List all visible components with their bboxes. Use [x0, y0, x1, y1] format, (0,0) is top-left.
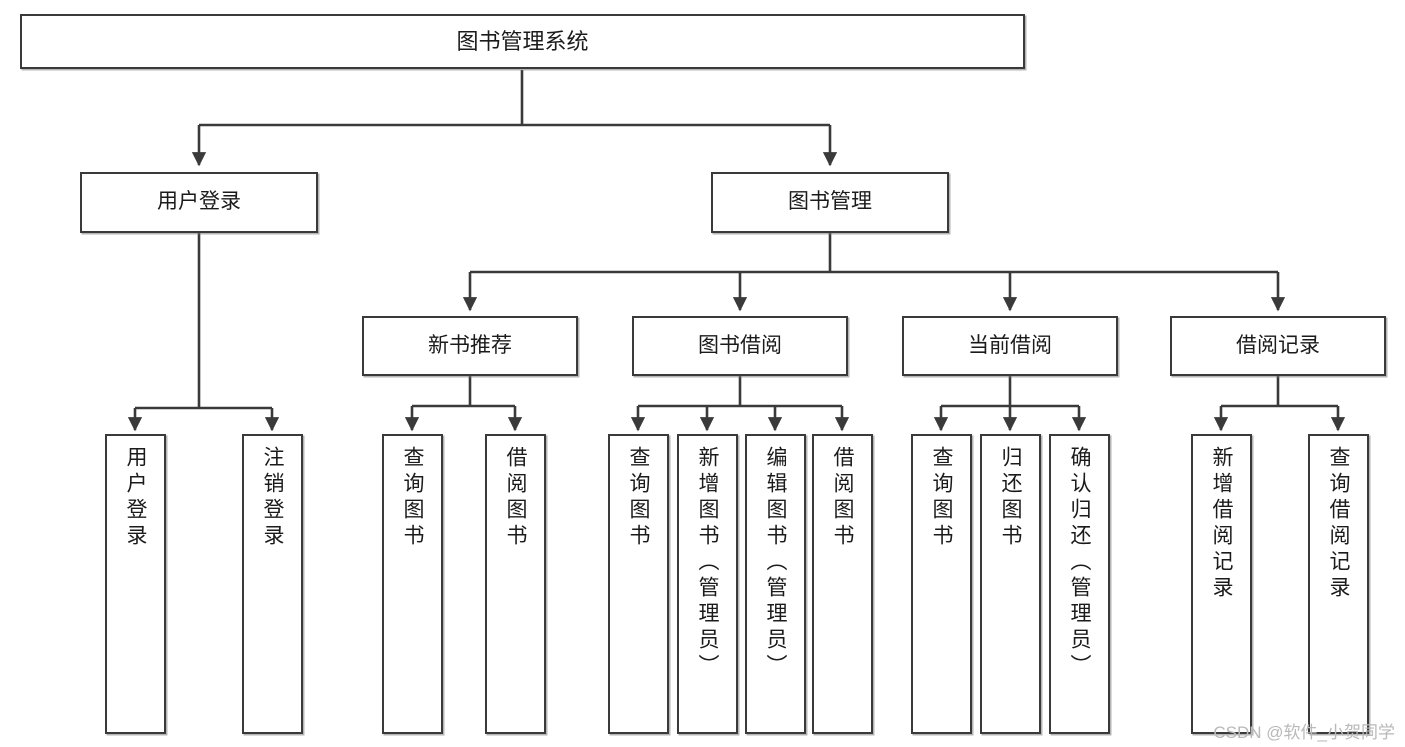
node-user-login[interactable]: 用户登录 — [80, 172, 318, 233]
node-leaf-user-logout-label: 注销登录 — [261, 446, 284, 550]
node-leaf-query-book-1[interactable]: 查询图书 — [382, 434, 443, 734]
node-current-borrow-label: 当前借阅 — [968, 333, 1052, 357]
node-leaf-borrow-book-2[interactable]: 借阅图书 — [812, 434, 873, 734]
node-leaf-edit-book-label: 编辑图书（管理员） — [764, 446, 787, 680]
node-book-manage-label: 图书管理 — [788, 190, 872, 214]
node-leaf-query-book-3-label: 查询图书 — [930, 446, 953, 550]
node-leaf-confirm-return[interactable]: 确认归还（管理员） — [1049, 434, 1110, 734]
node-new-book-rec-label: 新书推荐 — [428, 333, 512, 357]
csdn-watermark: CSDN @软件_小贺同学 — [1213, 723, 1395, 742]
node-leaf-return-book[interactable]: 归还图书 — [980, 434, 1041, 734]
node-leaf-query-book-3[interactable]: 查询图书 — [911, 434, 972, 734]
node-leaf-query-record-label: 查询借阅记录 — [1327, 446, 1350, 602]
node-leaf-borrow-book-1-label: 借阅图书 — [504, 446, 527, 550]
node-leaf-user-logout[interactable]: 注销登录 — [242, 434, 303, 734]
node-new-book-rec[interactable]: 新书推荐 — [362, 316, 578, 376]
node-leaf-borrow-book-2-label: 借阅图书 — [831, 446, 854, 550]
node-user-login-label: 用户登录 — [157, 190, 241, 214]
node-leaf-add-book-label: 新增图书（管理员） — [696, 446, 719, 680]
node-leaf-user-login[interactable]: 用户登录 — [105, 434, 166, 734]
node-book-borrow-label: 图书借阅 — [698, 333, 782, 357]
node-leaf-add-record[interactable]: 新增借阅记录 — [1191, 434, 1252, 734]
node-borrow-record-label: 借阅记录 — [1236, 333, 1320, 357]
node-leaf-borrow-book-1[interactable]: 借阅图书 — [485, 434, 546, 734]
node-leaf-query-book-1-label: 查询图书 — [401, 446, 424, 550]
node-leaf-confirm-return-label: 确认归还（管理员） — [1068, 446, 1091, 680]
node-book-borrow[interactable]: 图书借阅 — [632, 316, 848, 376]
node-borrow-record[interactable]: 借阅记录 — [1170, 316, 1386, 376]
node-leaf-edit-book[interactable]: 编辑图书（管理员） — [745, 434, 806, 734]
node-leaf-add-record-label: 新增借阅记录 — [1210, 446, 1233, 602]
node-leaf-return-book-label: 归还图书 — [999, 446, 1022, 550]
node-book-manage[interactable]: 图书管理 — [711, 172, 949, 233]
node-root-label: 图书管理系统 — [456, 28, 589, 54]
node-root[interactable]: 图书管理系统 — [20, 14, 1025, 69]
node-leaf-query-book-2[interactable]: 查询图书 — [608, 434, 669, 734]
node-leaf-query-book-2-label: 查询图书 — [627, 446, 650, 550]
node-current-borrow[interactable]: 当前借阅 — [902, 316, 1118, 376]
node-leaf-add-book[interactable]: 新增图书（管理员） — [677, 434, 738, 734]
node-leaf-query-record[interactable]: 查询借阅记录 — [1308, 434, 1369, 734]
node-leaf-user-login-label: 用户登录 — [124, 446, 147, 550]
